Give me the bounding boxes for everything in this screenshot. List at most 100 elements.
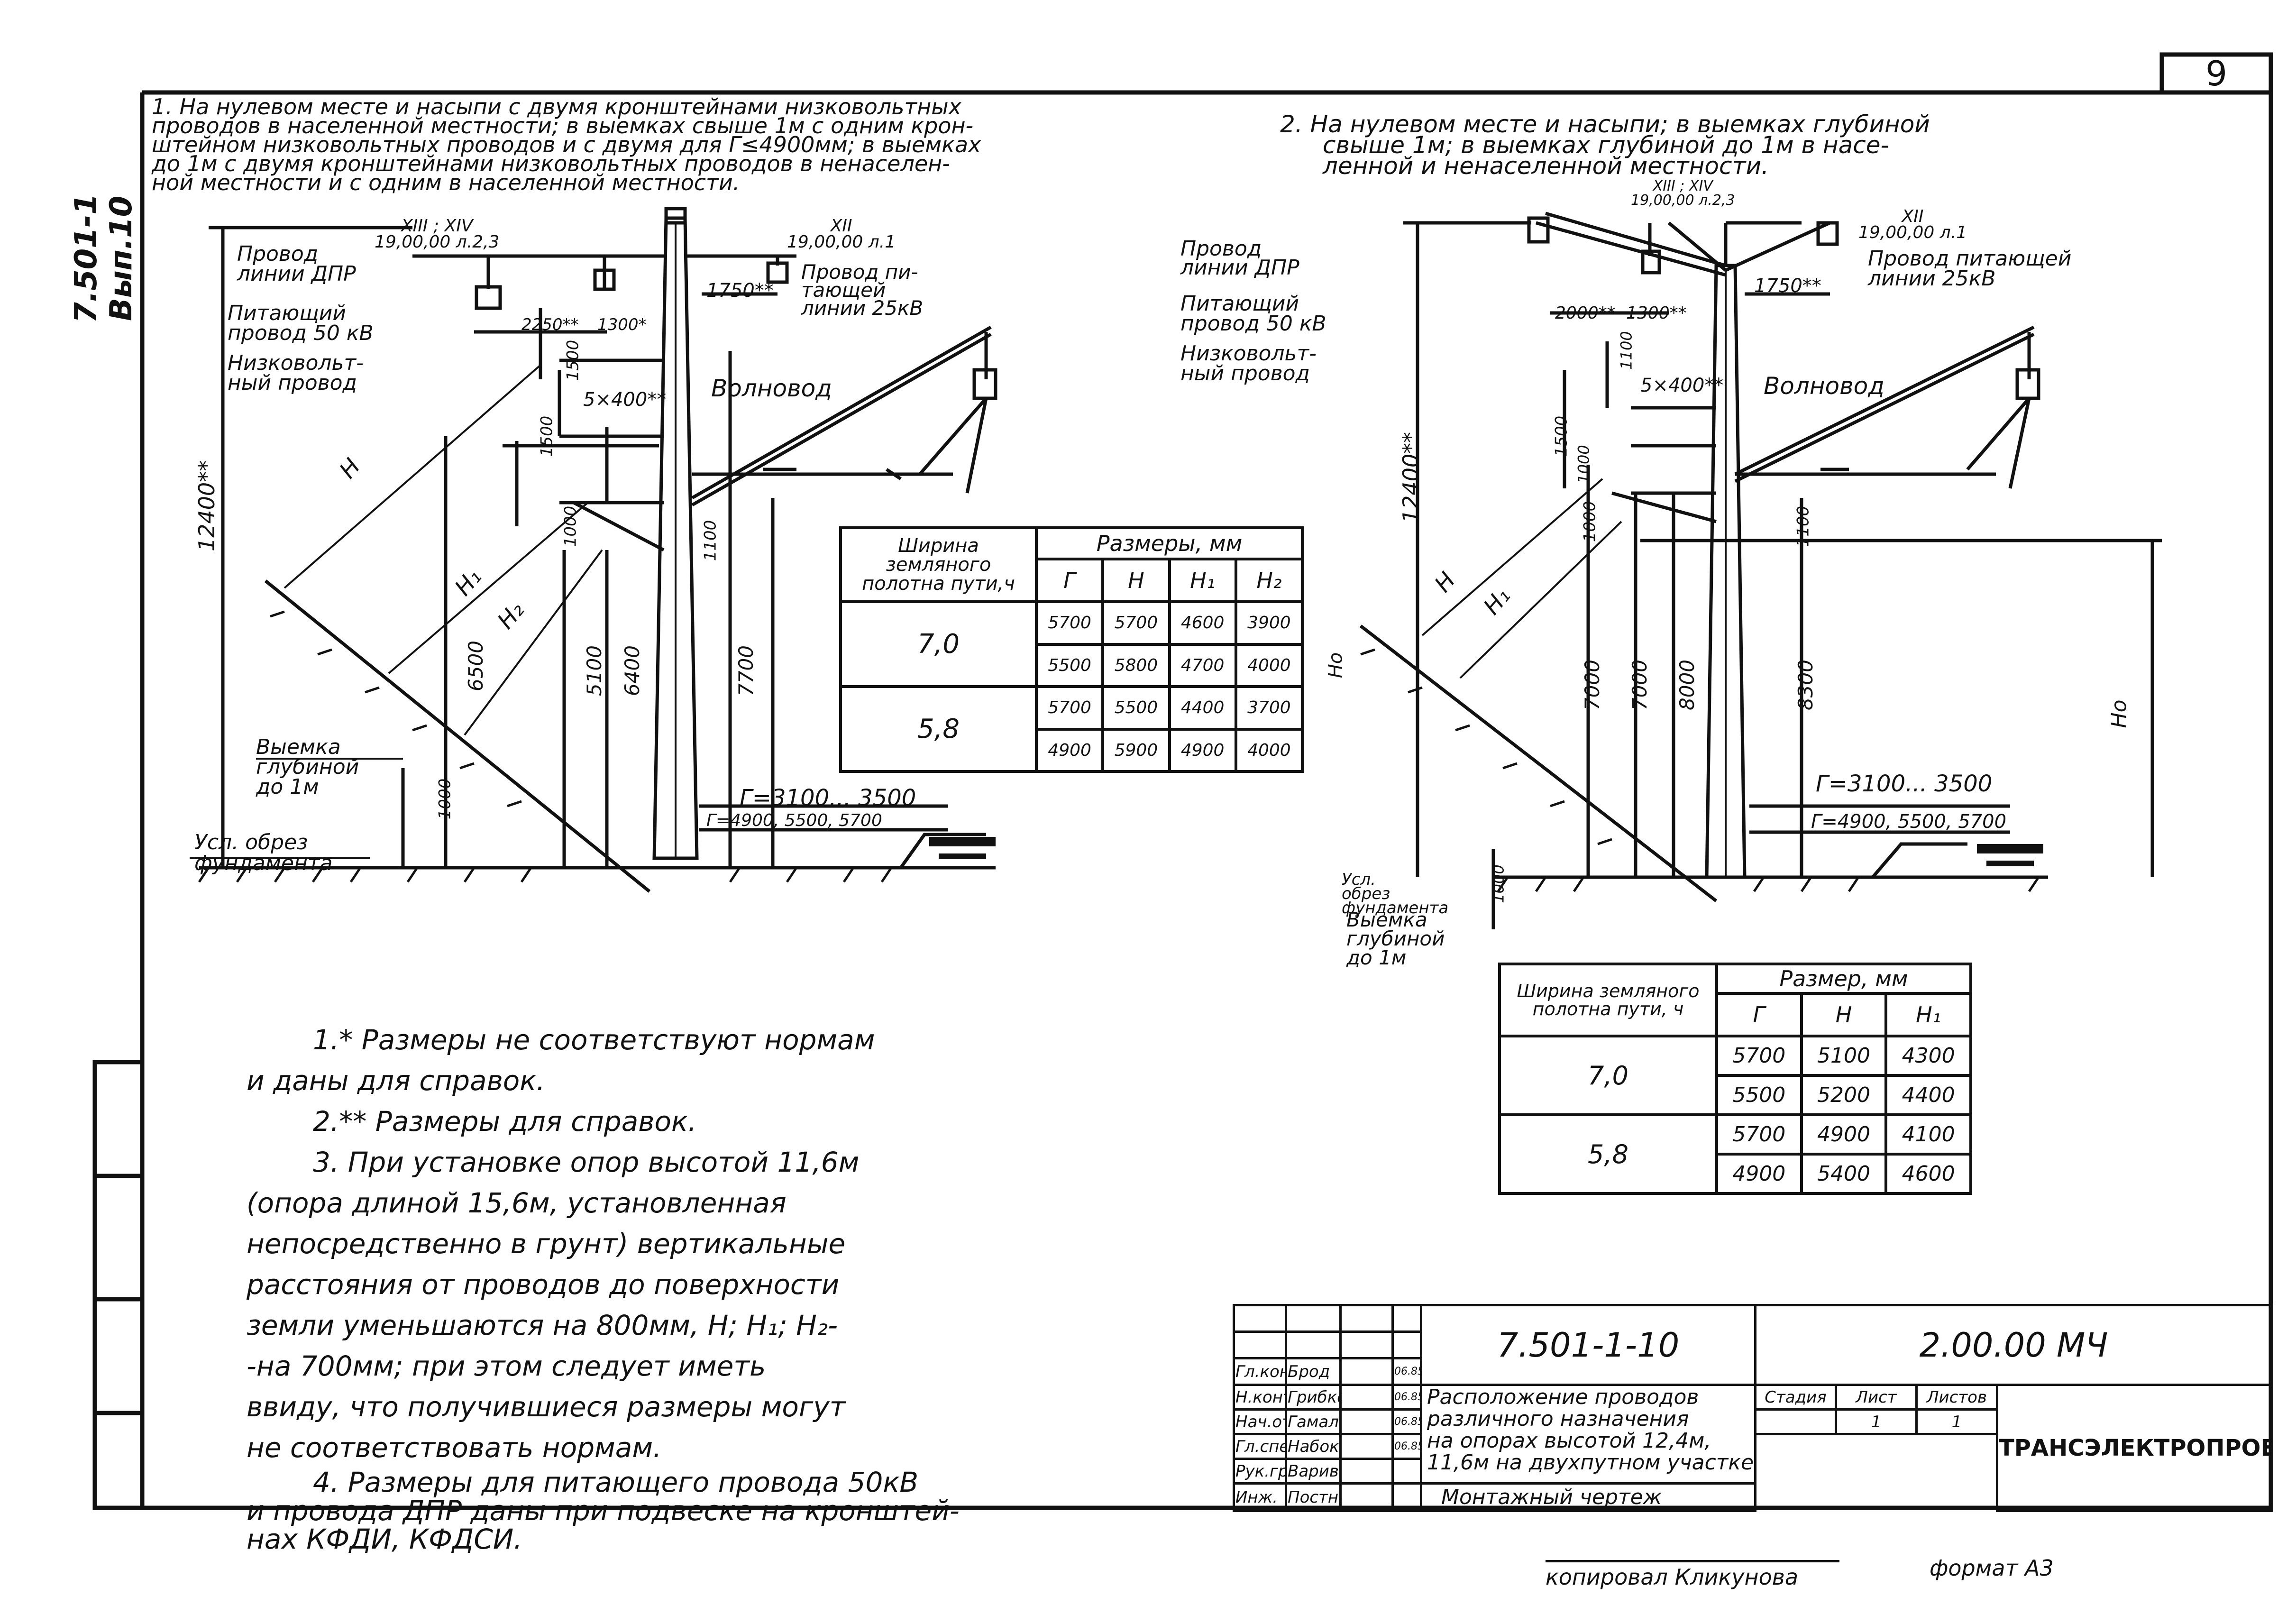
fig1-table-cell: 5500 bbox=[1034, 642, 1105, 688]
fig1-table-cell: 4700 bbox=[1168, 642, 1237, 688]
fig1-dim-5x400: 5×400** bbox=[583, 389, 667, 411]
insulator-icon bbox=[475, 285, 502, 310]
fig2-tag-line: XII bbox=[1902, 207, 1924, 226]
fig1-table-cell: 5700 bbox=[1101, 600, 1171, 646]
fig1-label-line: линии 25кВ bbox=[801, 296, 924, 320]
fig1-dimension-table: Ширина земляного полотна пути,ч Размеры,… bbox=[839, 526, 1304, 773]
fig2-table-cell: 5100 bbox=[1800, 1035, 1888, 1077]
fig2-table-cell: 4600 bbox=[1884, 1153, 1972, 1195]
date-cell bbox=[1391, 1482, 1422, 1512]
fig2-dim-1750: 1750** bbox=[1754, 275, 1821, 297]
fig1-table-width: 5,8 bbox=[839, 685, 1038, 773]
title-block: 7.501-1-10 2.00.00 МЧ Гл.консл. Брод 06.… bbox=[1233, 1304, 2274, 1512]
fig1-tag-line: 19,00,00 л.1 bbox=[787, 232, 896, 252]
fig2-dim-8000: 8000 bbox=[1675, 660, 1699, 710]
fig1-dim-1750: 1750** bbox=[706, 280, 774, 302]
copied-by: копировал Кликунова bbox=[1546, 1560, 1839, 1590]
fig1-label-line: линии ДПР bbox=[237, 262, 356, 286]
fig2-title-line: 2. На нулевом месте и насыпи; в выемках … bbox=[1280, 110, 1930, 138]
fig2-dim-1100b: 1100 bbox=[1793, 505, 1813, 547]
notes: 1.* Размеры не соответствуют нормам и да… bbox=[247, 1019, 960, 1553]
fig1-label-line: глубиной bbox=[256, 755, 359, 779]
date-cell: 06.85 bbox=[1391, 1384, 1422, 1411]
fig1-table-col: H₁ bbox=[1168, 558, 1237, 603]
date-cell bbox=[1391, 1458, 1422, 1485]
fig1-tag-line: XIII ; XIV bbox=[401, 216, 473, 236]
stage-value bbox=[1754, 1408, 1837, 1435]
fig2-table-cell: 4900 bbox=[1800, 1113, 1888, 1156]
stage-header: Стадия bbox=[1754, 1384, 1837, 1411]
fig1-label-line: провод 50 кВ bbox=[228, 321, 374, 345]
fig2-dim-1500: 1500 bbox=[1552, 415, 1571, 457]
fig2-label-line: Питающий bbox=[1180, 292, 1299, 316]
doc-code: 7.501-1-10 bbox=[1420, 1304, 1756, 1386]
fig2-Ho: Hо bbox=[2107, 699, 2131, 728]
fig2-table-size-header: Размер, мм bbox=[1715, 963, 1972, 995]
fig2-dim-1000c: 1000 bbox=[1489, 864, 1508, 903]
signature-cell bbox=[1339, 1357, 1394, 1386]
name-cell: Брод bbox=[1285, 1357, 1342, 1386]
fig1-table-cell: 5900 bbox=[1101, 727, 1171, 773]
fig2-dim-12400: 12400** bbox=[1398, 431, 1424, 523]
fig2-title: 2. На нулевом месте и насыпи; в выемках … bbox=[1280, 110, 1930, 178]
fig1-label-line: тающей bbox=[801, 278, 886, 302]
fig1-dim-2250: 2250** bbox=[521, 315, 579, 334]
insulator-icon bbox=[1527, 216, 1550, 244]
fig1-label-lv: Низковольт- ный провод bbox=[228, 351, 364, 394]
fig1-title: 1. На нулевом месте и насыпи с двумя кро… bbox=[152, 96, 981, 193]
fig1-label-feed25: Провод пи- тающей линии 25кВ bbox=[801, 262, 924, 320]
date-cell: 06.85 bbox=[1391, 1433, 1422, 1460]
fig2-table-cell: 5400 bbox=[1800, 1153, 1888, 1195]
fig2-dim-7000b: 7000 bbox=[1628, 660, 1651, 710]
fig1-tag-line: 19,00,00 л.2,3 bbox=[375, 232, 500, 252]
fig2-label-cut: Выемка глубиной до 1м bbox=[1346, 908, 1445, 969]
role-cell: Рук.гр. bbox=[1233, 1458, 1287, 1485]
role-cell: Нач.отд. bbox=[1233, 1408, 1287, 1435]
note-line: не соответствовать нормам. bbox=[247, 1431, 662, 1464]
note-line: и даны для справок. bbox=[247, 1064, 545, 1097]
fig1-title-line: проводов в населенной местности; в выемк… bbox=[152, 113, 974, 138]
fig2-dim-8300: 8300 bbox=[1793, 660, 1817, 710]
fig2-label-dpr: Провод линии ДПР bbox=[1180, 239, 1299, 278]
fig2-table-cell: 4100 bbox=[1884, 1113, 1972, 1156]
note-line: нах КФДИ, КФДСИ. bbox=[247, 1523, 522, 1555]
fig2-dim-1000: 1000 bbox=[1574, 445, 1593, 484]
role-cell: Гл.консл. bbox=[1233, 1357, 1287, 1386]
note-line: 2.** Размеры для справок. bbox=[313, 1105, 697, 1138]
fig1-label-line: Низковольт- bbox=[228, 351, 364, 375]
fig2-gamma1: Г=3100... 3500 bbox=[1816, 771, 1993, 797]
date-cell: 06.85 bbox=[1391, 1408, 1422, 1435]
fig2-label-line: Выемка bbox=[1346, 908, 1427, 931]
fig2-label-feed25: Провод питающей линии 25кВ bbox=[1868, 247, 2072, 289]
fig2-label-line: Провод питающей bbox=[1868, 247, 2072, 271]
fig1-label-waveguide: Волновод bbox=[711, 375, 832, 402]
role-cell: Гл.спец. bbox=[1233, 1433, 1287, 1460]
fig2-table-cell: 5700 bbox=[1715, 1035, 1803, 1077]
signature-cell bbox=[1339, 1482, 1394, 1512]
fig2-table-cell: 5700 bbox=[1715, 1113, 1803, 1156]
signature-cell bbox=[1339, 1433, 1394, 1460]
fig1-title-line: до 1м с двумя кронштейнами низковольтных… bbox=[152, 151, 950, 176]
fig2-tag-line: 19,00,00 л.1 bbox=[1858, 223, 1967, 242]
fig1-gamma2: Г=4900, 5500, 5700 bbox=[706, 811, 882, 830]
fig1-table-cell: 5700 bbox=[1034, 600, 1105, 646]
fig2-label-waveguide: Волновод bbox=[1764, 372, 1884, 400]
description-line: различного назначения bbox=[1427, 1407, 1689, 1431]
fig2-table-cell: 4300 bbox=[1884, 1035, 1972, 1077]
fig1-label-line: Усл. обрез bbox=[194, 830, 308, 854]
name-cell: Гамалонов bbox=[1285, 1408, 1342, 1435]
fig2-dimension-table: Ширина земляного полотна пути, ч Размер,… bbox=[1498, 963, 1972, 1195]
description-line: Расположение проводов bbox=[1427, 1385, 1699, 1409]
fig1-label-line: Питающий bbox=[228, 301, 346, 325]
fig2-table-width-header: Ширина земляного полотна пути, ч bbox=[1498, 963, 1718, 1037]
fig1-table-width-header: Ширина земляного полотна пути,ч bbox=[839, 526, 1038, 603]
fig2-table-cell: 5500 bbox=[1715, 1074, 1803, 1116]
fig1-table-cell: 3700 bbox=[1234, 685, 1304, 731]
fig2-label-line: до 1м bbox=[1346, 946, 1407, 969]
sheet-number: 9 bbox=[2205, 54, 2227, 93]
fig2-table-col: H₁ bbox=[1884, 992, 1972, 1037]
note-line: 4. Размеры для питающего провода 50кВ bbox=[313, 1466, 919, 1498]
sheet-header: Лист bbox=[1835, 1384, 1918, 1411]
